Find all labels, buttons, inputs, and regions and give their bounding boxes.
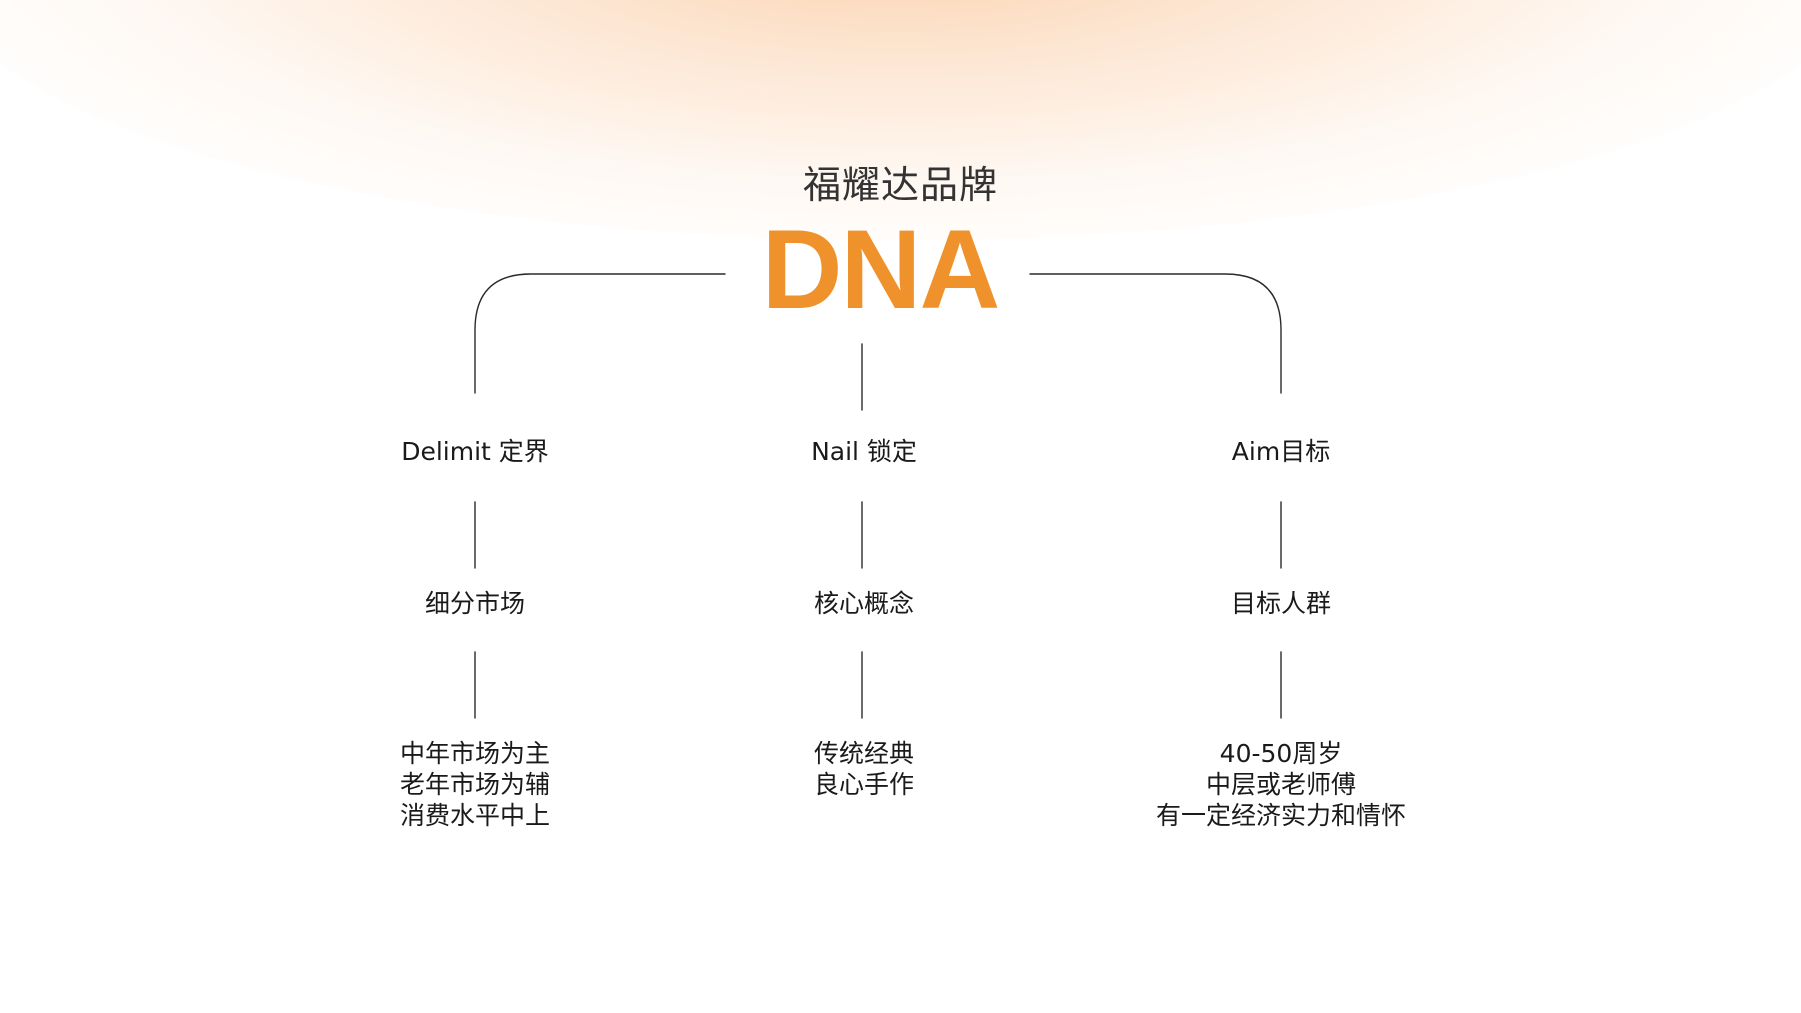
detail-line: 40-50周岁 — [1219, 739, 1343, 768]
detail-line: 良心手作 — [813, 770, 914, 799]
left-branch-connector — [474, 273, 726, 394]
column-details-audience: 40-50周岁 中层或老师傅 有一定经济实力和情怀 — [1061, 738, 1501, 831]
column-concept-core: 核心概念 — [813, 589, 914, 618]
column-heading-delimit: Delimit 定界 — [401, 437, 549, 466]
right-branch-connector — [1029, 273, 1282, 394]
column-details-core: 传统经典 良心手作 — [644, 738, 1084, 800]
brand-subtitle: 福耀达品牌 — [802, 163, 998, 207]
detail-line: 传统经典 — [813, 739, 914, 768]
detail-line: 老年市场为辅 — [399, 770, 550, 799]
column-concept-audience: 目标人群 — [1230, 589, 1331, 618]
column-heading-nail: Nail 锁定 — [811, 437, 917, 466]
detail-line: 消费水平中上 — [399, 801, 550, 830]
brand-title-dna: DNA — [761, 207, 1001, 332]
column-concept-market: 细分市场 — [424, 589, 525, 618]
column-heading-aim: Aim目标 — [1231, 437, 1331, 466]
detail-line: 中年市场为主 — [399, 739, 550, 768]
detail-line: 中层或老师傅 — [1205, 770, 1356, 799]
column-details-market: 中年市场为主 老年市场为辅 消费水平中上 — [255, 738, 695, 831]
detail-line: 有一定经济实力和情怀 — [1155, 801, 1406, 830]
